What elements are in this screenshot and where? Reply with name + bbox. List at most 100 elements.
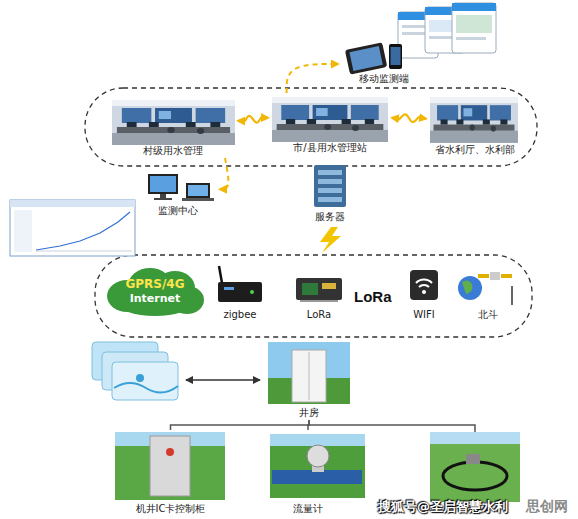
lora-module: LoRa xyxy=(288,262,350,322)
zigbee-router xyxy=(218,266,262,302)
flow-meter-photo xyxy=(270,434,365,498)
node-label: 市/县用水管理站 xyxy=(293,142,366,155)
beidou-satellite xyxy=(462,280,472,294)
tree-line xyxy=(309,425,475,432)
lora-device xyxy=(300,300,338,302)
soil-sensor-photo xyxy=(466,454,480,464)
control-cabinet: 机井IC卡控制柜 xyxy=(108,430,233,516)
beidou-satellite xyxy=(490,272,500,280)
computer-icon xyxy=(186,183,210,198)
node-label: 服务器 xyxy=(315,211,345,224)
node-label: 村级用水管理 xyxy=(143,145,203,158)
well-house: 井房 xyxy=(264,338,354,420)
zigbee-router xyxy=(250,290,254,294)
node-label: 移动监测端 xyxy=(359,73,409,86)
mobile-screens xyxy=(452,3,496,53)
watermark: 搜狐号@圣启智慧水利 xyxy=(378,498,508,516)
connector xyxy=(171,420,310,430)
mobile-screens xyxy=(456,37,486,40)
wifi-icon xyxy=(422,290,426,294)
soil-sensor-photo xyxy=(443,462,507,490)
lora-device xyxy=(302,283,318,295)
computer-icon xyxy=(160,194,166,198)
node-label: 机井IC卡控制柜 xyxy=(136,503,206,516)
cloud-shape xyxy=(105,264,205,318)
server-icon xyxy=(318,170,342,175)
ic-card xyxy=(112,362,178,400)
double-arrow xyxy=(186,379,260,380)
server-icon xyxy=(314,165,346,207)
cloud-shape xyxy=(117,288,193,316)
computer-icon xyxy=(154,198,172,200)
control-room-photo xyxy=(272,97,388,142)
mobile-screens xyxy=(398,3,496,58)
lora-device xyxy=(296,278,342,300)
zigbee-router xyxy=(224,287,234,290)
server-icon xyxy=(318,197,342,202)
control-cabinet-photo xyxy=(115,432,225,500)
lightning-symbol xyxy=(320,227,341,253)
dashed-band xyxy=(85,88,537,166)
node-label: GPRS/4G xyxy=(125,277,184,292)
mobile-screens xyxy=(452,3,496,11)
beidou-satellite xyxy=(501,274,512,278)
monitor-center: 监测中心 xyxy=(135,170,220,218)
network-cloud: GPRS/4GInternet xyxy=(105,264,205,318)
node-label: LoRa xyxy=(307,309,331,322)
ic-card xyxy=(92,342,178,400)
server-icon xyxy=(318,179,342,184)
zigbee-router xyxy=(219,266,222,283)
tablet-phone xyxy=(391,47,401,65)
mobile-screens xyxy=(456,15,492,33)
connector xyxy=(392,114,426,122)
control-cabinet-photo xyxy=(166,448,174,456)
tablet-phone xyxy=(349,46,382,71)
ic-card xyxy=(136,374,144,382)
lightning-symbol xyxy=(320,227,341,253)
chart-screenshot xyxy=(36,251,132,252)
county-station: 市/县用水管理站 xyxy=(268,93,392,155)
mobile-terminal: 移动监测端 xyxy=(338,42,430,86)
flow-meter-photo xyxy=(270,434,365,498)
well-house-photo xyxy=(268,342,350,404)
beidou-satellite xyxy=(458,272,512,305)
control-room-photo xyxy=(430,97,518,143)
beidou-satellite xyxy=(511,286,513,305)
ic-card xyxy=(114,383,178,393)
chart-screenshot xyxy=(10,200,135,256)
server-icon xyxy=(318,188,342,193)
chart-screenshot xyxy=(36,212,130,250)
wifi-module: WIFI xyxy=(400,262,448,322)
well-house-photo xyxy=(309,352,310,400)
lora-device xyxy=(322,283,336,289)
lora-logo: LoRa xyxy=(354,288,392,305)
computer-icon xyxy=(148,174,178,194)
dashed-band xyxy=(85,88,537,337)
node-label: Internet xyxy=(130,292,181,306)
flow-meter: 流量计 xyxy=(262,430,354,516)
connector xyxy=(287,64,338,93)
tablet-phone xyxy=(345,42,402,74)
soil-sensor-photo xyxy=(430,432,520,444)
chart-screenshot xyxy=(14,210,32,252)
node-label: 流量计 xyxy=(293,503,323,516)
well-house-photo xyxy=(292,350,326,402)
chart-screenshot xyxy=(10,200,135,207)
flow-meter-photo xyxy=(307,445,329,467)
beidou-module: 北斗 xyxy=(452,262,524,322)
computer-icon xyxy=(150,176,176,192)
flow-meter-photo xyxy=(270,434,365,446)
soil-sensor-photo xyxy=(430,432,520,502)
computer-icon xyxy=(182,198,214,201)
tablet-phone xyxy=(345,42,387,74)
tree-line xyxy=(309,425,475,432)
wifi-icon xyxy=(410,270,438,300)
control-cabinet-photo xyxy=(115,432,225,500)
wifi-icon xyxy=(419,285,429,287)
node-label: 省水利厅、水利部 xyxy=(435,144,515,157)
control-room-photo xyxy=(112,100,235,145)
connector xyxy=(238,116,268,123)
beidou-satellite xyxy=(458,276,482,300)
